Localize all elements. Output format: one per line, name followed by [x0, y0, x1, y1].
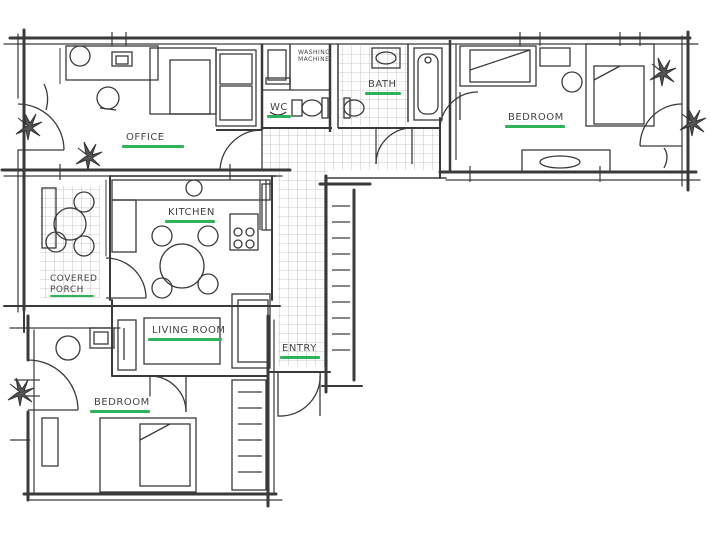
bedroom-top-underline: [505, 125, 565, 128]
kitchen-underline: [165, 220, 215, 223]
room-label-office: OFFICE: [126, 132, 165, 143]
room-label-entry: ENTRY: [282, 343, 317, 354]
closet-rails: [238, 205, 350, 473]
plant-icons: [7, 57, 707, 407]
wc-underline: [267, 115, 291, 118]
doors: [17, 91, 683, 417]
kitchen-furniture: [111, 179, 273, 299]
room-label-kitchen: KITCHEN: [168, 207, 215, 218]
room-label-bath: BATH: [368, 79, 397, 90]
bedroom-bottom-underline: [90, 410, 150, 413]
windows: [10, 32, 641, 441]
bath-fixtures: [343, 47, 443, 121]
room-label-bedroom-bottom: BEDROOM: [94, 397, 150, 408]
entry-underline: [280, 356, 320, 359]
porch-furniture: [41, 187, 95, 257]
office-underline: [122, 145, 184, 148]
living-room-underline: [148, 338, 222, 341]
room-label-wc: WC: [270, 102, 288, 113]
bedroom-bottom-furniture: [41, 327, 267, 493]
living-room-furniture: [117, 293, 271, 371]
room-label-covered-porch: COVERED PORCH: [50, 274, 98, 295]
office-furniture: [43, 45, 257, 127]
covered-porch-underline: [50, 295, 94, 297]
room-label-washing-machine: WASHING MACHINE: [298, 49, 331, 63]
room-label-bedroom-top: BEDROOM: [508, 112, 564, 123]
room-label-living-room: LIVING ROOM: [152, 325, 226, 336]
interior-walls: [59, 40, 457, 172]
bath-underline: [365, 92, 401, 95]
bedroom-top-furniture: [459, 43, 668, 173]
